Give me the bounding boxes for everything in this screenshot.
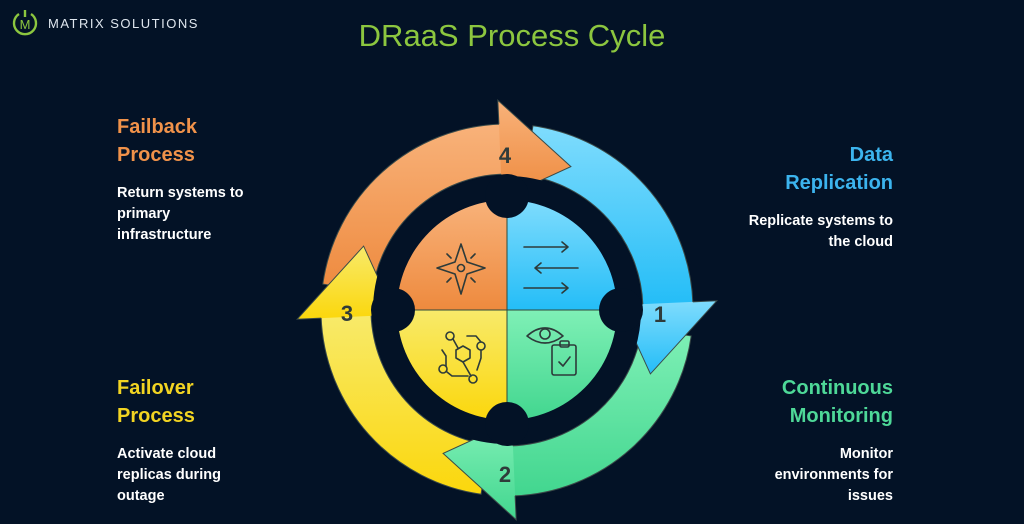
logo: M MATRIX SOLUTIONS [10, 8, 199, 38]
step-number-1: 1 [654, 302, 666, 327]
page-title: DRaaS Process Cycle [358, 18, 666, 53]
step-title-line: Process [117, 405, 195, 427]
step-title-line: Failback [117, 116, 198, 138]
eye-clipboard-icon [526, 327, 577, 376]
step-description: Monitor environments for issues [774, 446, 893, 504]
logo-text: MATRIX SOLUTIONS [48, 15, 199, 31]
step-description: Return systems to primary infrastructure [117, 185, 244, 243]
quadrant-failover [397, 310, 507, 420]
step-description: Replicate systems to the cloud [748, 213, 893, 250]
svg-text:M: M [20, 17, 31, 32]
step-description: Activate cloud replicas during outage [117, 446, 221, 504]
power-m-logo-icon: M [12, 10, 38, 36]
step-title-line: Data [849, 144, 893, 166]
network-nodes-icon [438, 331, 486, 384]
quadrant-data-replication [507, 200, 617, 310]
quadrant-failback [397, 200, 507, 310]
step-title-line: Continuous [781, 377, 893, 399]
step-title-line: Monitoring [789, 405, 893, 427]
step-title-line: Process [117, 144, 195, 166]
step-title-line: Replication [785, 172, 893, 194]
inner-quadrants [371, 174, 643, 446]
step-number-3: 3 [341, 301, 353, 326]
compass-star-icon [436, 243, 486, 295]
step-title-line: Failover [117, 377, 194, 399]
arrows-exchange-icon [523, 241, 579, 294]
step-number-4: 4 [499, 143, 512, 168]
step-number-2: 2 [499, 462, 511, 487]
